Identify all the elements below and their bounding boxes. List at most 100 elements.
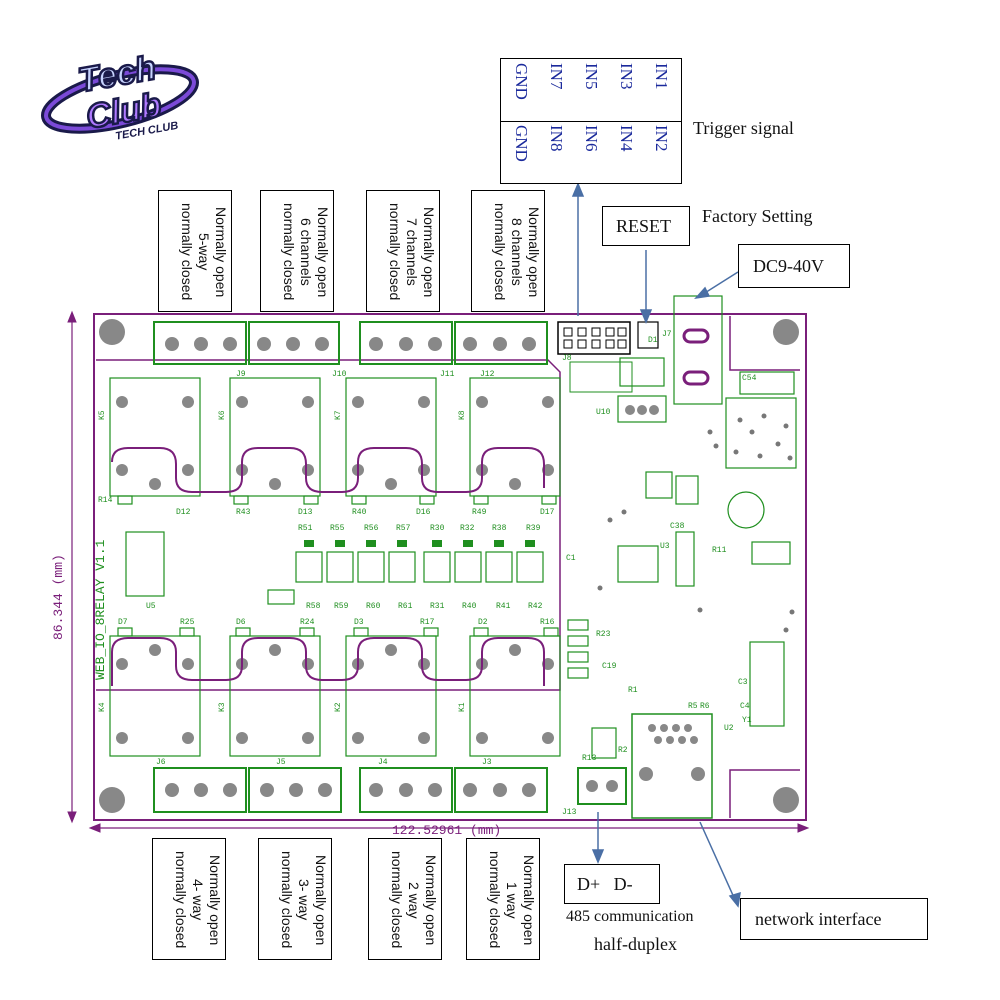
ic-u5 <box>125 531 165 597</box>
label-r56: R56 <box>364 524 379 533</box>
crystal <box>675 531 695 587</box>
trigger-row1-labels: IN1 IN3 IN5 IN7 GND <box>511 63 671 119</box>
relay-8-box: Normally open 8 channels normally closed <box>471 190 545 312</box>
top-terminal-blocks <box>153 321 548 365</box>
label-d1: D1 <box>648 336 658 345</box>
trigger-header-j8 <box>557 321 631 355</box>
label-k4: K4 <box>98 702 107 712</box>
label-r61: R61 <box>398 602 413 611</box>
logo-swoosh-inner <box>44 67 196 131</box>
optocoupler-row <box>295 551 544 583</box>
label-r16: R16 <box>540 618 555 627</box>
mcu <box>617 545 659 583</box>
trigger-pin-in6: IN6 <box>582 125 601 152</box>
buzzer <box>727 491 765 529</box>
label-r42: R42 <box>528 602 543 611</box>
relay-3-line3: normally closed <box>279 851 295 949</box>
dc-jack-slot-2 <box>682 370 710 386</box>
label-d7: D7 <box>118 618 128 627</box>
label-d12: D12 <box>176 508 191 517</box>
relay-7-line1: Normally open <box>421 206 437 298</box>
mounting-hole <box>773 319 799 345</box>
power-label: DC9-40V <box>753 256 824 276</box>
label-u10: U10 <box>596 408 611 417</box>
label-j11: J11 <box>440 370 455 379</box>
label-k7: K7 <box>334 410 343 420</box>
label-r17: R17 <box>420 618 435 627</box>
relay-1-line2: 1 way <box>504 881 520 919</box>
label-d6: D6 <box>236 618 246 627</box>
trigger-pin-box: IN1 IN3 IN5 IN7 GND IN2 IN4 IN6 IN8 GND <box>500 58 682 184</box>
trigger-pin-in3: IN3 <box>617 63 636 90</box>
height-dimension-label: 86.344 (mm) <box>51 554 66 640</box>
diode-d20 <box>267 589 295 605</box>
trigger-pin-divider <box>501 121 681 122</box>
tech-club-logo: Tech Club TECH CLUB <box>41 48 199 143</box>
label-c4: C4 <box>740 702 750 711</box>
label-c19: C19 <box>602 662 617 671</box>
relay-4-box: Normally open 4- way normally closed <box>152 838 226 960</box>
smd-pads <box>117 495 559 637</box>
relay-4-text: Normally open 4- way normally closed <box>157 845 223 955</box>
trigger-signal-label: Trigger signal <box>693 118 794 138</box>
regulator-pins <box>625 405 659 415</box>
label-j10: J10 <box>332 370 347 379</box>
relay-3-line2: 3- way <box>296 879 312 921</box>
relay-8-text: Normally open 8 channels normally closed <box>476 197 542 307</box>
network-box: network interface <box>740 898 928 940</box>
trigger-pin-in7: IN7 <box>547 63 566 90</box>
regulator-u10 <box>617 395 667 423</box>
label-j9: J9 <box>236 370 246 379</box>
label-r31: R31 <box>430 602 445 611</box>
label-d13: D13 <box>298 508 313 517</box>
board-inner-outline-bottom <box>729 769 800 818</box>
label-r5: R5 <box>688 702 698 711</box>
label-d2: D2 <box>478 618 488 627</box>
relay-6-line1: Normally open <box>315 206 331 298</box>
bottom-terminal-screws <box>165 780 618 797</box>
dc-jack-slot-1 <box>682 328 710 344</box>
trigger-pin-in1: IN1 <box>652 63 671 90</box>
relays-bottom <box>109 635 561 757</box>
label-j3: J3 <box>482 758 492 767</box>
trigger-pin-gnd2: GND <box>512 125 531 162</box>
rs485-label-line2: half-duplex <box>594 934 677 954</box>
label-d17: D17 <box>540 508 555 517</box>
reset-box: RESET <box>602 206 690 246</box>
label-r57: R57 <box>396 524 411 533</box>
label-k2: K2 <box>334 702 343 712</box>
label-r49: R49 <box>472 508 487 517</box>
isolation-slot-top <box>111 447 545 493</box>
trigger-pin-gnd1: GND <box>512 63 531 100</box>
label-j5: J5 <box>276 758 286 767</box>
inductor <box>725 397 797 469</box>
mounting-hole <box>99 787 125 813</box>
label-d16: D16 <box>416 508 431 517</box>
label-k6: K6 <box>218 410 227 420</box>
relay-5-box: Normally open 5-way normally closed <box>158 190 232 312</box>
label-r55: R55 <box>330 524 345 533</box>
relays-top <box>109 377 561 497</box>
label-j8: J8 <box>562 354 572 363</box>
label-r6: R6 <box>700 702 710 711</box>
relay-3-line1: Normally open <box>313 854 329 946</box>
label-k5: K5 <box>98 410 107 420</box>
label-d3: D3 <box>354 618 364 627</box>
label-y1: Y1 <box>742 716 752 725</box>
rs485-box: D+ D- <box>564 864 660 904</box>
bottom-terminal-blocks <box>153 767 627 813</box>
reset-label: RESET <box>616 216 672 236</box>
label-u3: U3 <box>660 542 670 551</box>
rs485-label-line1: 485 communication <box>566 908 694 925</box>
trigger-pin-labels <box>569 361 633 393</box>
label-c3: C3 <box>738 678 748 687</box>
relay-4-line3: normally closed <box>173 851 189 949</box>
label-k8: K8 <box>458 410 467 420</box>
relay-6-line3: normally closed <box>281 203 297 301</box>
label-r51: R51 <box>298 524 313 533</box>
label-j13: J13 <box>562 808 577 817</box>
relay-2-line3: normally closed <box>389 851 405 949</box>
trigger-header-pins <box>563 327 627 349</box>
ethernet-ic <box>749 641 785 727</box>
